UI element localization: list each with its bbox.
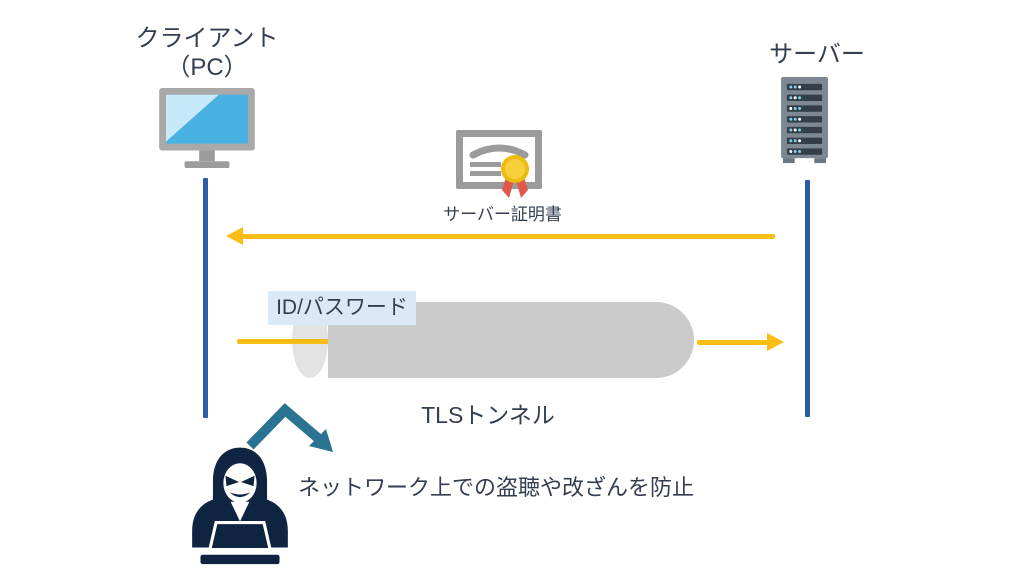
deflected-arrow-icon	[246, 403, 333, 452]
tls-tunnel-label: TLSトンネル	[421, 402, 555, 428]
certificate-arrow-head-icon	[226, 227, 243, 245]
certificate-label: サーバー証明書	[443, 205, 562, 224]
client-label: クライアント （PC）	[112, 24, 302, 83]
certificate-arrow-line	[241, 234, 775, 239]
credential-arrow-head-icon	[767, 333, 784, 351]
hacker-icon	[192, 447, 288, 565]
protection-caption: ネットワーク上での盗聴や改ざんを防止	[298, 475, 695, 500]
credential-label: ID/パスワード	[268, 291, 416, 325]
monitor-icon	[159, 87, 255, 169]
server-session-line	[805, 180, 810, 417]
server-rack-icon	[781, 77, 828, 164]
credential-arrow-left-segment	[237, 339, 329, 344]
client-label-line2: （PC）	[166, 54, 248, 82]
server-label: サーバー	[769, 41, 865, 68]
certificate-icon	[456, 130, 542, 198]
credential-arrow-right-segment	[697, 340, 769, 345]
client-session-line	[203, 178, 208, 418]
client-label-line1: クライアント	[135, 25, 279, 52]
